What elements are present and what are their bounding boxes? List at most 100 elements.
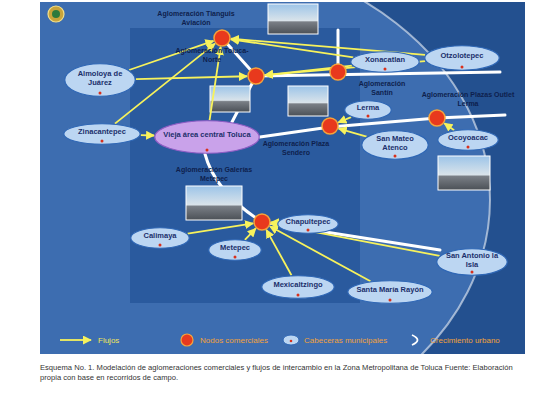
seat-dot: [384, 68, 387, 71]
municipal-seat: Vieja área central Toluca: [154, 120, 260, 154]
flow-arrow: [339, 129, 367, 137]
urban-growth-boundary: [40, 2, 490, 354]
legend-text: Cabeceras municipales: [304, 336, 387, 345]
municipal-ellipse: [345, 101, 392, 120]
legend-ellipse: [283, 335, 299, 345]
agglomeration-label: Aglomeración Santín: [350, 80, 414, 97]
commercial-circle: [322, 118, 338, 134]
agglomeration-label: Aglomeración Plazas Outlet Lerma: [418, 91, 518, 108]
municipality-name: Chapultepec: [277, 214, 339, 234]
legend-swatch: [178, 333, 196, 347]
flow-arrow: [444, 123, 454, 130]
municipality-name: Almoloya de Juárez: [64, 63, 136, 97]
site-photo: [268, 4, 318, 34]
municipality-name: Lerma: [344, 100, 392, 120]
commercial-circle: [330, 64, 346, 80]
commercial-circle: [214, 30, 230, 46]
seat-dot: [99, 92, 102, 95]
agglomeration-label: Aglomeración Plaza Sendero: [256, 140, 336, 157]
logo-ring: [48, 6, 64, 22]
municipal-seat: Otzolotepec: [424, 45, 500, 71]
municipal-seat: Ocoyoacac: [437, 129, 499, 151]
legend-swatch: [408, 333, 426, 347]
agglomeration-label: Aglomeración Toluca-Norte: [170, 47, 254, 64]
municipal-seat: Calimaya: [130, 227, 190, 249]
central-zone: [130, 28, 360, 303]
seat-dot: [234, 256, 237, 259]
municipal-seat: San Mateo Atenco: [361, 130, 429, 160]
municipal-seat: Xonacatlan: [350, 51, 420, 73]
commercial-node: Aglomeración Santín: [329, 63, 347, 81]
municipal-seat: Lerma: [344, 100, 392, 120]
commercial-circle: [429, 110, 445, 126]
legend-text: Nodos comerciales: [200, 336, 268, 345]
flow-arrow: [141, 134, 154, 136]
node-outline: [247, 67, 265, 85]
municipal-seat: San Antonio la Isla: [436, 248, 508, 276]
municipal-seat: Santa María Rayón: [347, 280, 433, 304]
municipal-seat: Mexicaltzingo: [261, 275, 335, 299]
seat-dot: [471, 271, 474, 274]
institution-logo: [48, 6, 64, 22]
municipal-ellipse: [362, 131, 429, 160]
municipal-ellipse: [348, 281, 433, 304]
legend-text: Flujos: [98, 336, 119, 345]
municipality-name: Xonacatlan: [350, 51, 420, 73]
municipal-seat: Almoloya de Juárez: [64, 63, 136, 97]
site-photo: [288, 86, 328, 116]
agglomeration-label: Aglomeración Tianguis Aviación: [150, 10, 242, 27]
municipality-name: Ocoyoacac: [437, 129, 499, 151]
municipality-name: Metepec: [208, 239, 262, 261]
seat-dot: [307, 229, 310, 232]
municipal-seat: Zinacantepec: [63, 123, 141, 145]
node-outline: [321, 117, 339, 135]
flow-arrow: [245, 228, 256, 239]
municipal-seat: Metepec: [208, 239, 262, 261]
node-outline: [329, 63, 347, 81]
legend-entry: Flujos: [58, 333, 119, 347]
municipal-ellipse: [278, 215, 339, 234]
seat-dot: [394, 155, 397, 158]
node-outline: [253, 213, 271, 231]
commercial-node: Aglomeración Plazas Outlet Lerma: [428, 109, 446, 127]
municipal-ellipse: [425, 46, 500, 71]
municipal-ellipse: [131, 228, 190, 249]
municipal-ellipse: [262, 276, 335, 299]
legend-dot: [290, 340, 293, 343]
seat-dot: [389, 299, 392, 302]
municipal-ellipse: [209, 240, 262, 261]
legend-entry: Crecimiento urbano: [408, 333, 500, 347]
municipality-name: Santa María Rayón: [347, 280, 433, 304]
logo-center: [52, 10, 60, 18]
municipal-ellipse: [438, 130, 499, 151]
municipality-name: San Mateo Atenco: [361, 130, 429, 160]
flow-arrow: [266, 230, 291, 275]
seat-dot: [461, 66, 464, 69]
municipality-name: Mexicaltzingo: [261, 275, 335, 299]
legend-circle: [181, 334, 193, 346]
figure-caption: Esquema No. 1. Modelación de aglomeracio…: [40, 363, 530, 383]
municipality-name: Otzolotepec: [424, 45, 500, 71]
municipal-ellipse: [155, 121, 260, 154]
seat-dot: [467, 146, 470, 149]
flow-arrow: [136, 76, 247, 79]
municipal-ellipse: [351, 52, 420, 73]
municipality-name: Vieja área central Toluca: [154, 120, 260, 154]
flow-arrow: [129, 41, 213, 70]
commercial-node: Aglomeración Plaza Sendero: [321, 117, 339, 135]
seat-dot: [101, 140, 104, 143]
legend-swatch: [58, 333, 94, 347]
municipal-ellipse: [437, 249, 508, 276]
node-outline: [213, 29, 231, 47]
municipality-name: Calimaya: [130, 227, 190, 249]
site-photo: [438, 156, 490, 190]
flow-arrow: [338, 117, 351, 122]
commercial-node: Aglomeración Tianguis Aviación: [213, 29, 231, 47]
commercial-circle: [254, 214, 270, 230]
agglomeration-label: Aglomeración Galerías Metepec: [172, 166, 256, 183]
legend-text: Crecimiento urbano: [430, 336, 500, 345]
node-outline: [428, 109, 446, 127]
commercial-node: Aglomeración Toluca-Norte: [247, 67, 265, 85]
